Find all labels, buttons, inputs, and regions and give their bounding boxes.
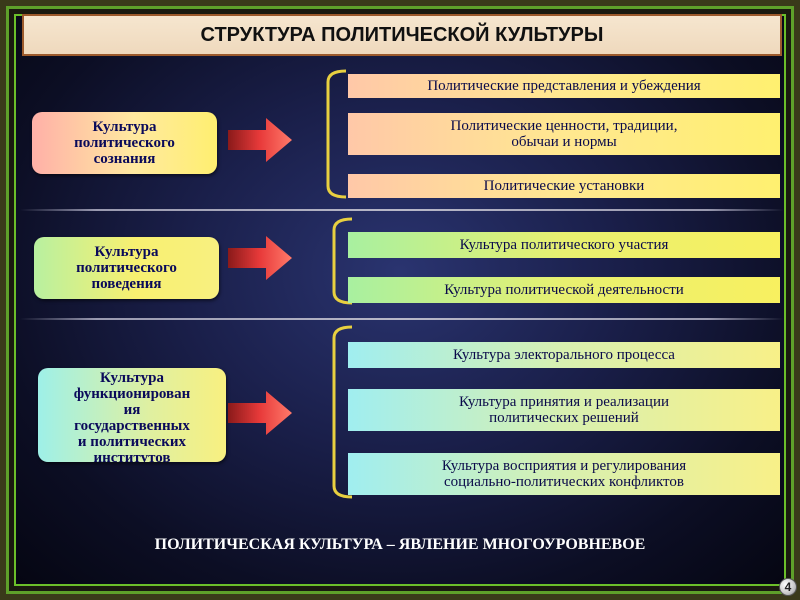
right-arrow-icon (228, 118, 292, 162)
right-arrow-icon (228, 236, 292, 280)
group-1-item-1: Политические представления и убеждения (348, 74, 780, 98)
group-3-label: Культура функционирован ия государственн… (38, 368, 226, 462)
footer-caption: ПОЛИТИЧЕСКАЯ КУЛЬТУРА – ЯВЛЕНИЕ МНОГОУРО… (154, 536, 646, 553)
group-3-bracket (332, 325, 353, 499)
group-3-label-text: Культура функционирован ия государственн… (73, 370, 191, 462)
group-1-item-2: Политические ценности, традиции, обычаи … (348, 113, 780, 155)
group-2-item-2: Культура политической деятельности (348, 277, 780, 303)
group-1-item-3: Политические установки (348, 174, 780, 198)
group-3-item-3: Культура восприятия и регулирования соци… (348, 453, 780, 495)
group-1-label-text: Культура политического сознания (74, 119, 175, 167)
group-2-bracket (332, 217, 353, 305)
separator-line (20, 318, 784, 320)
right-arrow-icon (228, 391, 292, 435)
separator-line (20, 209, 784, 211)
page-number-badge: 4 (779, 578, 797, 596)
group-2-label-text: Культура политического поведения (76, 244, 177, 292)
group-3-item-1: Культура электорального процесса (348, 342, 780, 368)
group-2-label: Культура политического поведения (34, 237, 219, 299)
group-2-item-1: Культура политического участия (348, 232, 780, 258)
group-3-item-2: Культура принятия и реализации политичес… (348, 389, 780, 431)
group-1-bracket (326, 69, 347, 199)
slide-title: СТРУКТУРА ПОЛИТИЧЕСКОЙ КУЛЬТУРЫ (22, 14, 782, 56)
group-1-label: Культура политического сознания (32, 112, 217, 174)
